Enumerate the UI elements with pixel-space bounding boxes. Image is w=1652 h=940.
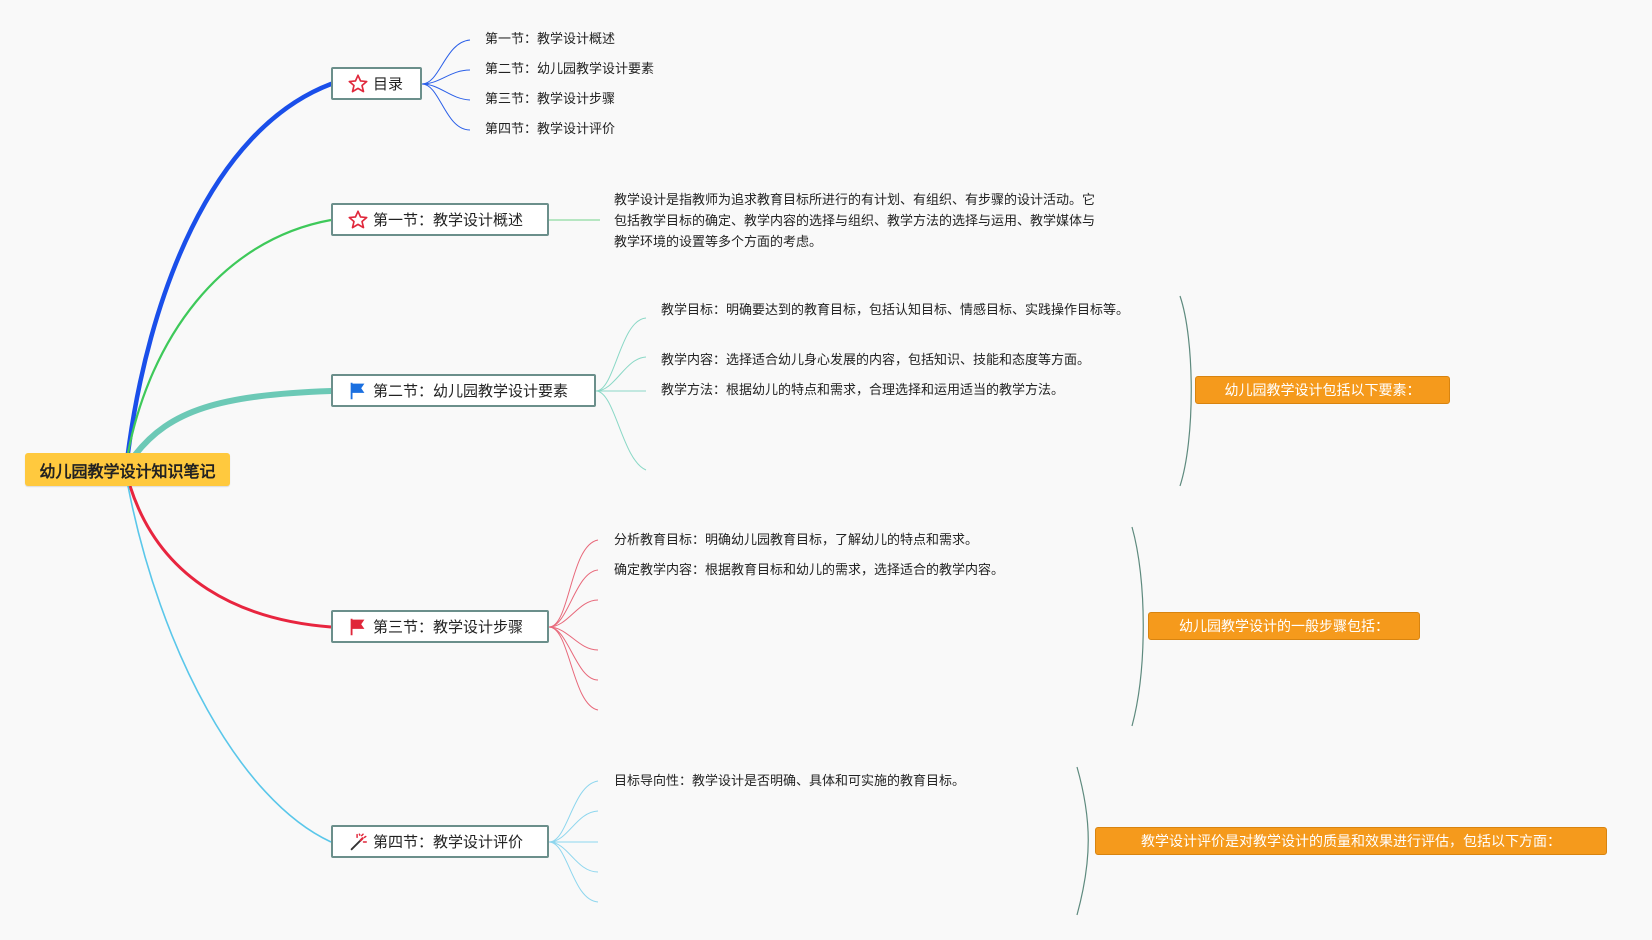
sec2-summary-label: 幼儿园教学设计包括以下要素： (1224, 383, 1421, 399)
branch-sec1[interactable]: 第一节：教学设计概述 (331, 203, 549, 236)
sec2-item-2[interactable]: 教学内容：选择适合幼儿身心发展的内容，包括知识、技能和态度等方面。 (661, 353, 1091, 368)
branch-toc[interactable]: 目录 (331, 67, 422, 100)
sec3-item-1[interactable]: 分析教育目标：明确幼儿园教育目标，了解幼儿的特点和需求。 (614, 533, 979, 548)
sec3-item-2[interactable]: 确定教学内容：根据教育目标和幼儿的需求，选择适合的教学内容。 (614, 563, 1005, 578)
branch-sec1-label: 第一节：教学设计概述 (373, 211, 524, 229)
root-topic-label: 幼儿园教学设计知识笔记 (39, 461, 216, 481)
link-root-sec3 (128, 485, 332, 629)
sec4-summary[interactable]: 教学设计评价是对教学设计的质量和效果进行评估，包括以下方面： (1095, 827, 1607, 855)
root-topic[interactable]: 幼儿园教学设计知识笔记 (25, 453, 230, 486)
sec2-summary-bracket (1179, 295, 1192, 487)
blue-flag-icon (347, 380, 369, 402)
sec3-summary[interactable]: 幼儿园教学设计的一般步骤包括： (1148, 612, 1420, 640)
sec2-summary[interactable]: 幼儿园教学设计包括以下要素： (1195, 376, 1450, 404)
star-icon (347, 73, 369, 95)
sec4-summary-bracket (1076, 766, 1089, 916)
link-root-toc (125, 81, 334, 456)
toc-item-4[interactable]: 第四节：教学设计评价 (485, 122, 616, 137)
link-root-sec4 (127, 485, 332, 843)
sec4-item-links (548, 780, 599, 903)
sec2-item-3[interactable]: 教学方法：根据幼儿的特点和需求，合理选择和运用适当的教学方法。 (661, 383, 1065, 398)
sec3-item-links (548, 539, 599, 711)
link-root-sec1 (126, 218, 332, 454)
sec4-item-1[interactable]: 目标导向性：教学设计是否明确、具体和可实施的教育目标。 (614, 774, 966, 789)
branch-sec4[interactable]: 第四节：教学设计评价 (331, 825, 549, 858)
sec1-paragraph[interactable]: 教学设计是指教师为追求教育目标所进行的有计划、有组织、有步骤的设计活动。它包括教… (614, 193, 1096, 250)
star-icon (347, 209, 369, 231)
sec2-item-links (595, 317, 647, 471)
branch-sec3[interactable]: 第三节：教学设计步骤 (331, 610, 549, 643)
link-root-sec2 (132, 388, 334, 458)
sec2-item-1[interactable]: 教学目标：明确要达到的教育目标，包括认知目标、情感目标、实践操作目标等。 (661, 303, 1130, 318)
toc-item-3[interactable]: 第三节：教学设计步骤 (485, 92, 616, 107)
branch-toc-label: 目录 (373, 75, 404, 93)
branch-sec4-label: 第四节：教学设计评价 (373, 833, 524, 851)
toc-item-2[interactable]: 第二节：幼儿园教学设计要素 (485, 62, 655, 77)
branch-sec3-label: 第三节：教学设计步骤 (373, 618, 524, 636)
branch-sec2-label: 第二节：幼儿园教学设计要素 (373, 382, 569, 400)
magic-wand-icon (347, 831, 369, 853)
sec3-summary-bracket (1131, 526, 1144, 727)
toc-item-links (421, 39, 471, 131)
toc-item-1[interactable]: 第一节：教学设计概述 (485, 32, 616, 47)
red-flag-icon (347, 616, 369, 638)
sec4-summary-label: 教学设计评价是对教学设计的质量和效果进行评估，包括以下方面： (1141, 834, 1561, 850)
branch-sec2[interactable]: 第二节：幼儿园教学设计要素 (331, 374, 596, 407)
sec3-summary-label: 幼儿园教学设计的一般步骤包括： (1179, 619, 1389, 635)
